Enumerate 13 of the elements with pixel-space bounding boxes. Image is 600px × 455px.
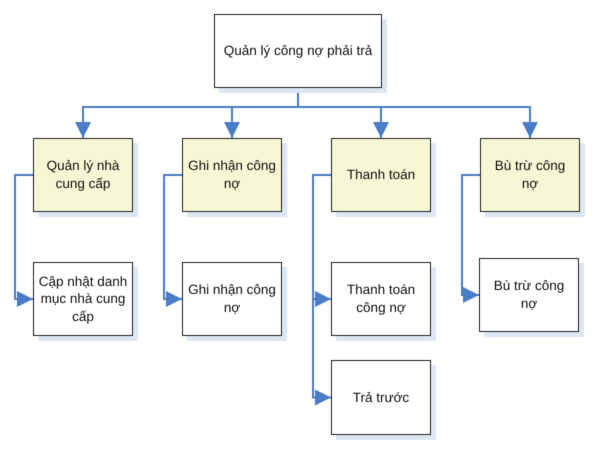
box-label: Bù trừ công nợ: [494, 157, 566, 193]
box-label: Quản lý nhà cung cấp: [46, 157, 120, 193]
box-label: Trả trước: [352, 388, 410, 406]
arrow: [461, 174, 480, 303]
arrow: [163, 174, 182, 307]
box-label: Quản lý công nợ phải trả: [224, 42, 372, 60]
box-label: Thanh toán: [346, 166, 416, 184]
box-label: Ghi nhận công nợ: [187, 281, 277, 317]
box-label: Cập nhật danh mục nhà cung cấp: [38, 272, 128, 326]
box-label: Thanh toán công nợ: [346, 281, 416, 317]
box-label: Bù trừ công nợ: [492, 277, 566, 313]
arrow: [14, 174, 33, 307]
box-label: Ghi nhận công nợ: [187, 157, 277, 193]
